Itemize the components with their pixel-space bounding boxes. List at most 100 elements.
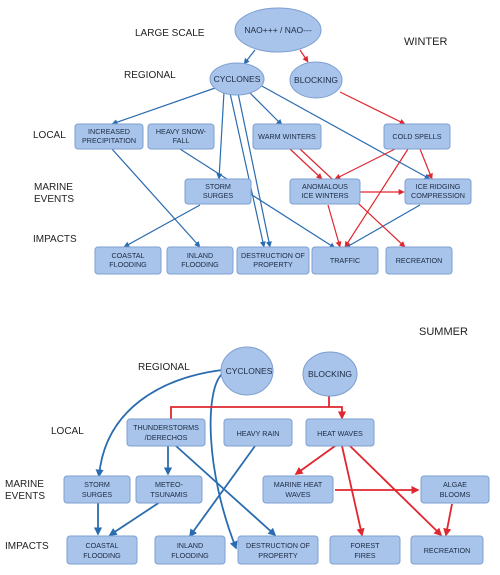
arrow-warm-winters-to-anomalous-ice [289, 148, 323, 180]
summer-level-impacts: IMPACTS [5, 541, 49, 552]
node-inland-flooding-winter-line1: INLAND [187, 251, 213, 260]
node-algae-blooms-line1: ALGAE [443, 480, 467, 489]
node-destruction-winter: DESTRUCTION OF PROPERTY [236, 246, 310, 275]
node-blocking-winter-label: BLOCKING [294, 75, 338, 85]
arrow-storm-surges-to-coastal-flooding [123, 204, 201, 248]
node-storm-surges-winter-line2: SURGES [203, 191, 234, 200]
node-marine-heat-waves: MARINE HEAT WAVES [262, 475, 334, 504]
node-destruction-summer-line1: DESTRUCTION OF [246, 541, 310, 550]
node-blocking-summer-label: BLOCKING [308, 369, 352, 379]
summer-season-label: SUMMER [419, 326, 468, 338]
node-traffic-label: TRAFFIC [330, 256, 360, 265]
node-storm-surges-summer: STORM SURGES [63, 475, 131, 504]
node-recreation-winter-label: RECREATION [396, 256, 443, 265]
node-storm-surges-summer-line1: STORM [84, 480, 110, 489]
node-storm-surges-winter: STORM SURGES [184, 178, 252, 205]
node-heavy-rain-label: HEAVY RAIN [237, 429, 280, 438]
node-blocking-winter: BLOCKING [289, 61, 343, 99]
winter-level-marine-1: MARINE [34, 182, 73, 193]
arrow-cyclones-to-storm-surges-summer [95, 369, 223, 478]
node-inland-flooding-summer-line1: INLAND [177, 541, 203, 550]
node-anomalous-ice-line1: ANOMALOUS [302, 182, 348, 191]
node-cold-spells: COLD SPELLS [383, 123, 451, 150]
summer-red-arrows [166, 392, 453, 537]
node-inland-flooding-summer-line2: FLOODING [171, 551, 209, 560]
summer-level-marine-2: EVENTS [5, 491, 45, 502]
node-forest-fires-line1: FOREST [350, 541, 380, 550]
node-destruction-winter-line1: DESTRUCTION OF [241, 251, 305, 260]
arrow-cyclones-to-destruction-b [229, 92, 266, 248]
node-heavy-snowfall-line1: HEAVY SNOW- [156, 127, 207, 136]
node-heat-waves: HEAT WAVES [305, 418, 375, 447]
node-warm-winters: WARM WINTERS [252, 123, 322, 150]
node-ice-ridging-compression: ICE RIDGING COMPRESSION [404, 178, 472, 205]
arrow-heavy-snowfall-to-traffic [179, 148, 336, 249]
arrow-heat-waves-to-marine-heat-waves [294, 445, 336, 475]
node-forest-fires: FOREST FIRES [329, 535, 401, 565]
winter-level-impacts: IMPACTS [33, 234, 77, 245]
node-meteo-tsunamis-line1: METEO- [155, 480, 184, 489]
summer-level-regional: REGIONAL [138, 362, 190, 373]
node-storm-surges-summer-line2: SURGES [82, 490, 113, 499]
winter-level-local: LOCAL [33, 130, 66, 141]
summer-level-marine-1: MARINE [5, 479, 44, 490]
node-cyclones-summer: CYCLONES [220, 346, 274, 396]
node-increased-precipitation: INCREASED PRECIPITATION [74, 123, 144, 150]
winter-level-large-scale: LARGE SCALE [135, 28, 205, 39]
arrow-cyclones-to-destruction-summer [209, 373, 238, 550]
node-destruction-winter-line2: PROPERTY [253, 260, 293, 269]
node-destruction-summer-line2: PROPERTY [258, 551, 298, 560]
node-heavy-snowfall: HEAVY SNOW- FALL [147, 123, 215, 150]
summer-panel: SUMMER REGIONAL LOCAL MARINE EVENTS IMPA… [5, 326, 490, 565]
arrow-cyclones-to-warm-winters [247, 90, 283, 126]
node-inland-flooding-summer: INLAND FLOODING [154, 535, 226, 565]
arrow-blocking-to-cold-spells [339, 91, 406, 125]
node-coastal-flooding-summer-line2: FLOODING [83, 551, 121, 560]
node-cyclones-summer-label: CYCLONES [226, 366, 273, 376]
node-heavy-rain: HEAVY RAIN [223, 418, 293, 447]
arrow-increased-precip-to-inland-flooding [111, 148, 201, 248]
node-forest-fires-line2: FIRES [354, 551, 375, 560]
node-thunderstorms-derechos: THUNDERSTORMS /DERECHOS [126, 418, 206, 447]
node-ice-ridging-line2: COMPRESSION [411, 191, 465, 200]
summer-level-local: LOCAL [51, 426, 84, 437]
node-cold-spells-label: COLD SPELLS [392, 132, 441, 141]
arrow-cyclones-to-storm-surges [216, 91, 225, 180]
node-cyclones-winter: CYCLONES [209, 62, 265, 96]
node-warm-winters-label: WARM WINTERS [258, 132, 316, 141]
node-coastal-flooding-summer: COASTAL FLOODING [66, 535, 138, 565]
node-coastal-flooding-winter-line2: FLOODING [109, 260, 147, 269]
node-heat-waves-label: HEAT WAVES [317, 429, 363, 438]
arrow-cold-spells-to-anomalous-ice [334, 148, 396, 180]
node-blocking-summer: BLOCKING [302, 351, 358, 397]
arrow-heavy-rain-to-inland-flooding [189, 445, 256, 538]
node-anomalous-ice-line2: ICE WINTERS [301, 191, 348, 200]
summer-blue-arrows [93, 369, 277, 550]
arrow-nao-to-cyclones [243, 49, 256, 65]
node-nao-label: NAO+++ / NAO--- [244, 25, 311, 35]
winter-level-marine-2: EVENTS [34, 194, 74, 205]
node-ice-ridging-line1: ICE RIDGING [416, 182, 461, 191]
winter-red-arrows [289, 49, 433, 248]
winter-panel: WINTER LARGE SCALE REGIONAL LOCAL MARINE… [33, 7, 472, 275]
node-meteo-tsunamis: METEO- TSUNAMIS [135, 475, 203, 504]
arrow-cold-spells-to-traffic [344, 148, 409, 248]
arrow-cyclones-to-destruction-a [237, 92, 272, 248]
node-inland-flooding-winter-line2: FLOODING [181, 260, 219, 269]
node-coastal-flooding-winter: COASTAL FLOODING [94, 246, 162, 275]
node-coastal-flooding-summer-line1: COASTAL [85, 541, 118, 550]
node-algae-blooms: ALGAE BLOOMS [420, 475, 490, 504]
arrow-meteo-tsunamis-to-coastal-flooding [108, 501, 161, 536]
arrow-cyclones-to-ice-ridging [259, 84, 431, 180]
arrow-cyclones-to-increased-precip [111, 86, 219, 126]
node-traffic: TRAFFIC [311, 246, 379, 275]
node-recreation-winter: RECREATION [385, 246, 453, 275]
node-destruction-summer: DESTRUCTION OF PROPERTY [237, 535, 319, 565]
node-marine-heat-waves-line2: WAVES [285, 490, 310, 499]
node-increased-precipitation-line1: INCREASED [88, 127, 130, 136]
node-inland-flooding-winter: INLAND FLOODING [166, 246, 234, 275]
arrow-algae-blooms-to-recreation [443, 503, 453, 537]
node-anomalous-ice-winters: ANOMALOUS ICE WINTERS [289, 178, 361, 205]
node-marine-heat-waves-line1: MARINE HEAT [274, 480, 323, 489]
